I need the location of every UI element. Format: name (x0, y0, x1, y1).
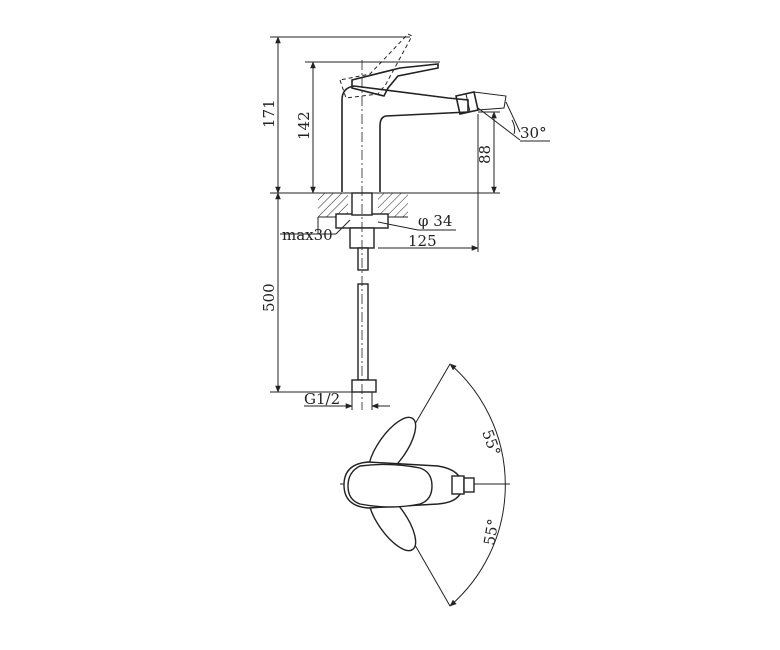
dim-thread: G1/2 (304, 390, 340, 408)
faucet-body (341, 85, 469, 192)
faucet-handle-raised (339, 33, 413, 99)
countertop-hatch-left (318, 193, 348, 217)
spray-angle-label: 30° (520, 124, 547, 142)
dim-height-142: 142 (295, 111, 313, 140)
spray-nozzle (455, 91, 479, 115)
dim-height-171: 171 (260, 99, 278, 128)
countertop-hatch-right (378, 193, 408, 217)
nozzle-top (451, 475, 465, 495)
dim-hose-length: 500 (260, 283, 278, 312)
rotation-angle-left: 55° (478, 427, 504, 458)
dim-max-thickness: max30 (282, 226, 333, 244)
dim-hole-diameter: φ 34 (418, 212, 452, 230)
side-view: 30° 171 142 88 125 φ 34 (260, 33, 550, 410)
dim-reach-125: 125 (408, 232, 437, 250)
nozzle-tip-top (463, 477, 475, 493)
rotation-arc (449, 363, 506, 607)
hose-lower (357, 283, 369, 381)
handle-top (347, 463, 433, 508)
dim-height-88: 88 (476, 145, 494, 164)
hose-upper (357, 247, 369, 271)
top-view: 55° 55° (340, 363, 510, 607)
rotation-angle-right: 55° (480, 517, 502, 546)
faucet-handle (351, 63, 439, 97)
hose-fitting (351, 379, 377, 393)
